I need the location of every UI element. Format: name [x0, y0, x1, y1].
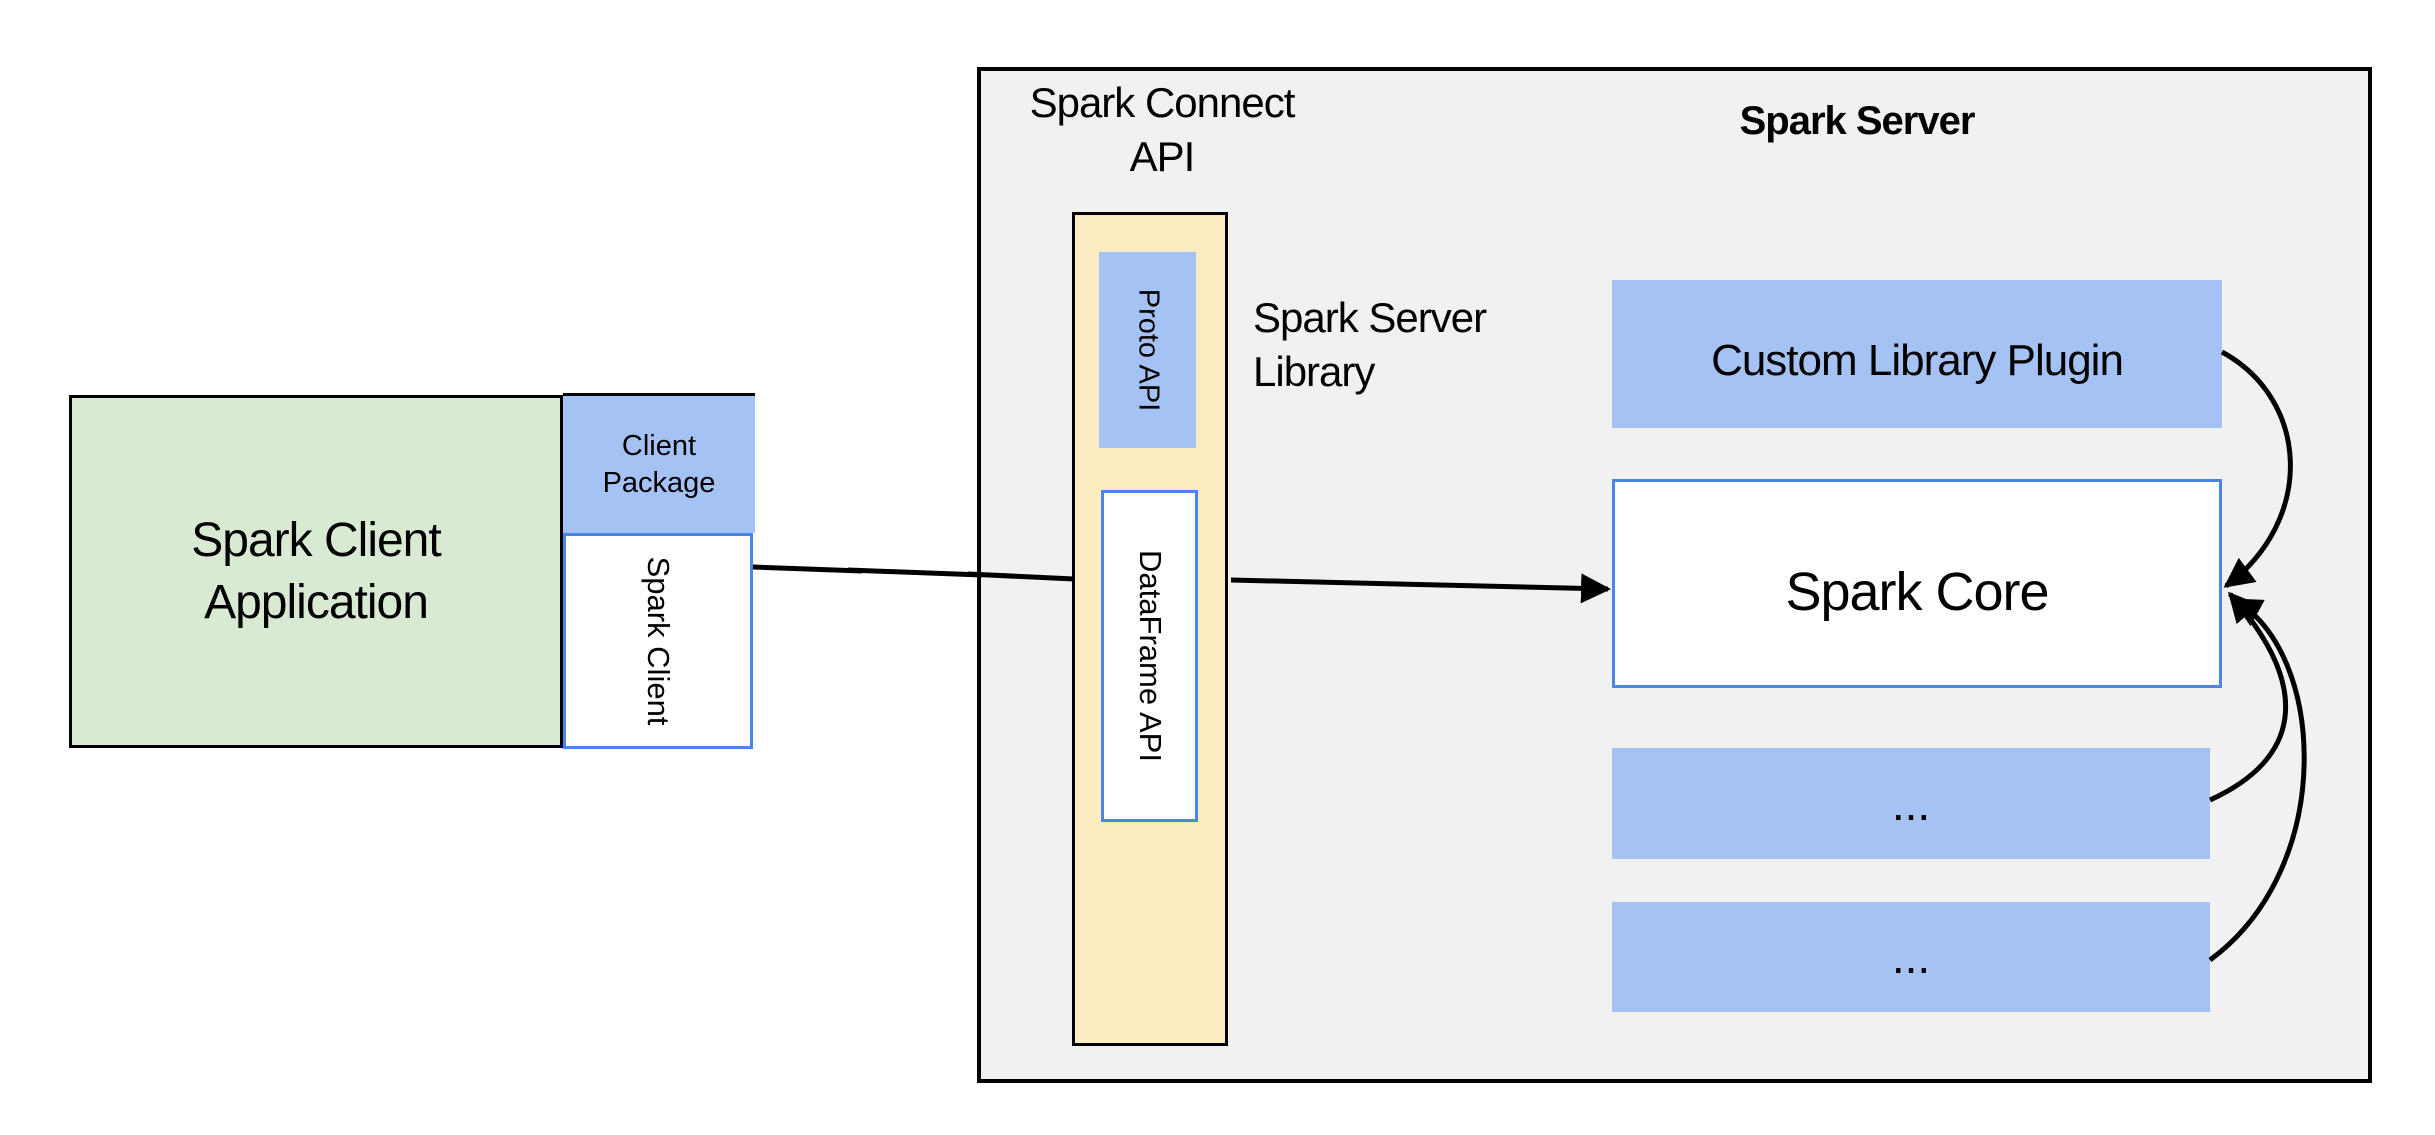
client-to-api-line-seg2 — [847, 567, 983, 578]
plugin-slot-1-label: ... — [1891, 777, 1931, 830]
client-package-label: Client Package — [602, 429, 716, 499]
spark-client-application-label: Spark Client Application — [191, 513, 441, 629]
spark-server-title: Spark Server — [1739, 99, 1976, 143]
plugin-slot-2-box: ... — [1612, 902, 2210, 1012]
plugin-slot-2-label: ... — [1891, 931, 1931, 983]
spark-server-library-label: Spark Server Library — [1253, 294, 1487, 395]
custom-library-plugin-label: Custom Library Plugin — [1711, 336, 2124, 385]
dataframe-api-label: DataFrame API — [1132, 550, 1168, 762]
custom-library-plugin-box: Custom Library Plugin — [1612, 280, 2222, 428]
spark-core-label: Spark Core — [1785, 561, 2049, 622]
spark-connect-api-title: Spark Connect API — [1029, 79, 1296, 180]
proto-api-label: Proto API — [1132, 288, 1164, 412]
spark-client-application-box: Spark Client Application — [69, 395, 563, 748]
proto-api-box: Proto API — [1099, 252, 1196, 448]
plugin-slot-1-box: ... — [1612, 748, 2210, 859]
client-to-api-line-seg1 — [752, 564, 863, 574]
spark-client-box: Spark Client — [563, 533, 753, 749]
spark-core-box: Spark Core — [1612, 479, 2222, 688]
dataframe-api-box: DataFrame API — [1101, 490, 1198, 822]
spark-client-label: Spark Client — [641, 556, 676, 726]
client-package-box: Client Package — [563, 393, 755, 533]
